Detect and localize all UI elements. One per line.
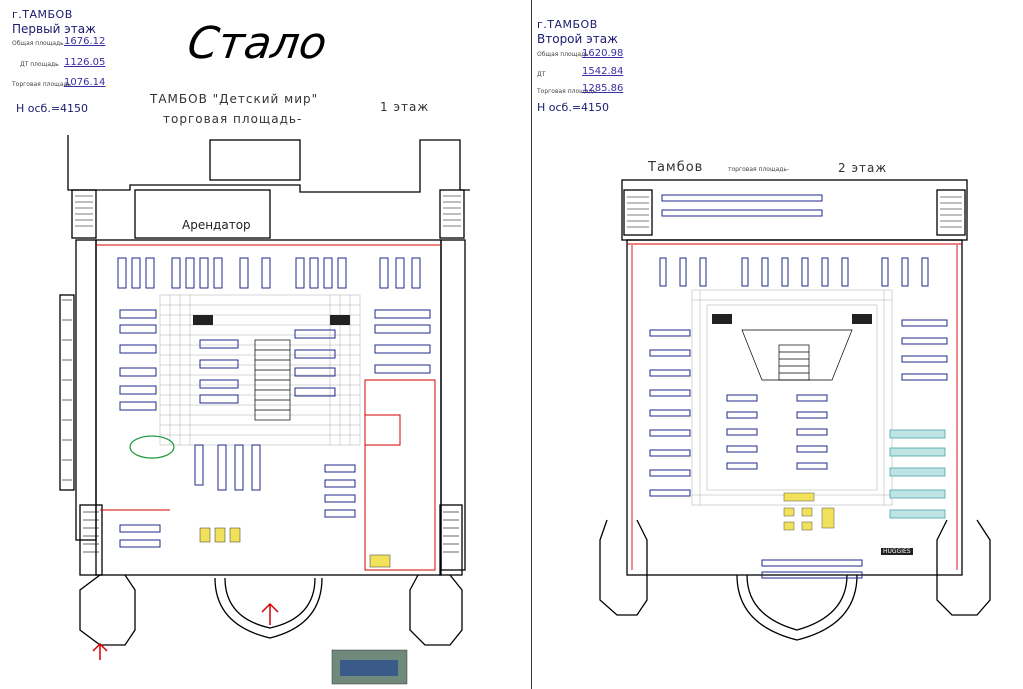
area-label-trade: Торговая площадь [12,81,72,88]
plan-title: Тамбов [648,160,704,175]
height-label: Н осб.=4150 [16,102,89,115]
area-value-total: 1620.98 [582,48,624,59]
area-label-dt: ДТ [537,71,546,78]
second-floor-plan [599,179,991,641]
area-label-dt: ДТ площадь [20,61,59,68]
area-label-total: Общая площадь [537,51,589,58]
floor-tile-grid [691,289,893,506]
floor-label: Второй этаж [537,32,618,46]
cash-desks [199,527,391,568]
area-value-total: 1676.12 [64,36,106,47]
first-floor-plan [59,135,470,685]
teal-fixtures [889,429,946,519]
floor-mark: 1 этаж [380,100,430,114]
central-escalator [254,339,291,421]
area-value-trade: 1285.86 [582,83,624,94]
outer-walls [599,179,991,641]
shelving-fixtures [117,257,431,548]
photo-thumbnail-inner [340,660,398,676]
tenant-label: Арендатор [182,218,251,232]
area-label-trade: Торговая площадь [537,88,597,95]
plan-subtitle: торговая площадь- [163,112,303,126]
display-screens [712,314,872,324]
floor-label: Первый этаж [12,22,96,36]
entrance-arrows [92,602,279,660]
stair-hatching [62,195,461,553]
outer-walls [59,135,470,646]
height-label: Н осб.=4150 [537,101,610,114]
city-label: г.ТАМБОВ [537,18,598,31]
red-boundaries [627,243,962,570]
plan-title: ТАМБОВ "Детский мир" [150,92,319,106]
area-value-dt: 1542.84 [582,66,624,77]
floor-mark: 2 этаж [838,161,888,175]
first-floor-sheet: г.ТАМБОВ Первый этаж Общая площадь 1676.… [12,8,470,685]
brand-label: HUGGIES [881,548,913,555]
display-screens [193,315,350,325]
right-rooms [96,244,441,571]
stair-hatching [627,196,962,228]
area-value-trade: 1076.14 [64,77,106,88]
area-label-total: Общая площадь [12,40,64,47]
floor-tile-grid [159,294,361,446]
plan-subtitle: торговая площадь- [728,166,790,173]
shelving-fixtures [649,194,948,579]
promo-zone-marker [129,435,175,459]
central-escalator [741,329,853,381]
area-value-dt: 1126.05 [64,57,106,68]
city-label: г.ТАМБОВ [12,8,73,21]
yellow-tables [783,492,835,531]
second-floor-sheet: г.ТАМБОВ Второй этаж Общая площадь 1620.… [531,0,1023,689]
